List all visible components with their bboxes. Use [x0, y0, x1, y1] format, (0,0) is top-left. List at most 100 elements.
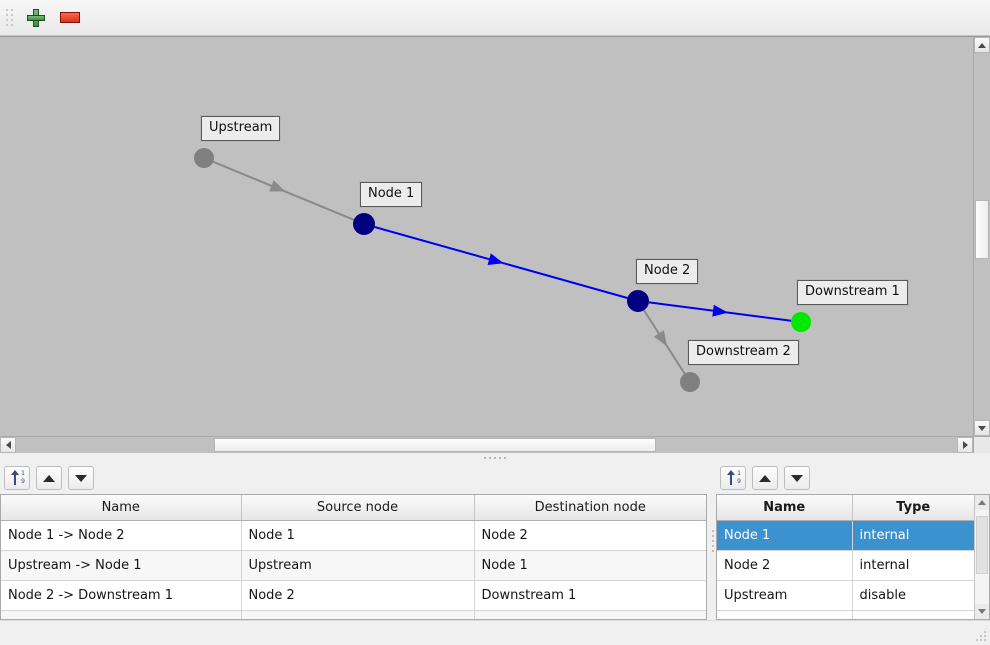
minus-icon: [60, 12, 80, 23]
horizontal-splitter[interactable]: [0, 453, 990, 462]
remove-button[interactable]: [56, 5, 84, 31]
nodes-cell-type[interactable]: downstream: [852, 610, 974, 619]
nodes-move-up-button[interactable]: [752, 466, 778, 490]
links-cell-source[interactable]: Node 2: [241, 580, 475, 611]
graph-edge-arrow-upstream-node1: [269, 180, 286, 192]
graph-node-label-downstream2[interactable]: Downstream 2: [688, 340, 799, 365]
nodes-column-header-1[interactable]: Type: [852, 495, 974, 521]
canvas-vscroll-track[interactable]: [974, 53, 990, 420]
links-cell-name[interactable]: Node 1 -> Node 2: [1, 520, 242, 551]
links-cell-destination[interactable]: Downstream 1: [474, 580, 706, 611]
arrow-up-icon: [759, 474, 771, 482]
links-column-header-2[interactable]: Destination node: [474, 495, 706, 521]
canvas-vscroll-thumb[interactable]: [975, 199, 989, 259]
main-toolbar: [0, 0, 990, 36]
links-cell-destination[interactable]: Node 2: [474, 520, 706, 551]
links-cell-source[interactable]: Upstream: [241, 550, 475, 581]
chevron-up-icon: [978, 500, 986, 505]
scroll-down-button[interactable]: [974, 420, 990, 436]
links-cell-source[interactable]: Node 2: [241, 610, 475, 619]
graph-node-downstream2[interactable]: [680, 372, 700, 392]
graph-node-upstream[interactable]: [194, 148, 214, 168]
links-cell-destination[interactable]: Node 1: [474, 550, 706, 581]
links-cell-name[interactable]: Node 2 -> Downstream 1: [1, 580, 242, 611]
nodes-column-header-0[interactable]: Name: [717, 495, 853, 521]
links-cell-source[interactable]: Node 1: [241, 520, 475, 551]
add-button[interactable]: [22, 5, 50, 31]
scroll-up-button[interactable]: [974, 37, 990, 53]
nodes-cell-type[interactable]: internal: [852, 550, 974, 581]
nodes-move-down-button[interactable]: [784, 466, 810, 490]
nodes-cell-type[interactable]: disable: [852, 580, 974, 611]
status-bar: [0, 620, 990, 645]
arrow-up-icon: [43, 474, 55, 482]
nodes-vscroll-track[interactable]: [975, 510, 989, 604]
links-cell-destination[interactable]: Downstream 2: [474, 610, 706, 619]
arrow-down-icon: [75, 474, 87, 482]
scroll-left-button[interactable]: [0, 437, 16, 453]
scroll-right-button[interactable]: [957, 437, 973, 453]
graph-node-node1[interactable]: [353, 213, 375, 235]
graph-node-label-downstream1[interactable]: Downstream 1: [797, 280, 908, 305]
arrow-down-icon: [791, 474, 803, 482]
vertical-splitter[interactable]: [710, 462, 716, 620]
links-move-up-button[interactable]: [36, 466, 62, 490]
vertical-splitter-grip-icon: [712, 530, 714, 552]
links-cell-name[interactable]: Upstream -> Node 1: [1, 550, 242, 581]
nodes-cell-type[interactable]: internal: [852, 520, 974, 551]
graph-node-label-upstream[interactable]: Upstream: [201, 116, 281, 141]
canvas-horizontal-scrollbar[interactable]: [0, 436, 990, 453]
links-column-header-0[interactable]: Name: [1, 495, 242, 521]
links-cell-name[interactable]: Node 2 -> Downstream 2: [1, 610, 242, 619]
scrollbar-corner: [973, 437, 990, 453]
canvas-hscroll-track[interactable]: [16, 437, 957, 453]
nodes-cell-name[interactable]: Node 2: [717, 550, 853, 581]
nodes-vscroll-thumb[interactable]: [976, 515, 988, 574]
graph-node-downstream1[interactable]: [791, 312, 811, 332]
nodes-scroll-up-button[interactable]: [975, 495, 989, 510]
graph-node-label-node1[interactable]: Node 1: [360, 182, 423, 207]
canvas-hscroll-thumb[interactable]: [213, 438, 656, 452]
nodes-scroll-down-button[interactable]: [975, 604, 989, 619]
graph-edge-arrow-node2-downstream2: [653, 330, 667, 347]
graph-edge-arrow-node1-node2: [487, 253, 504, 265]
nodes-cell-name[interactable]: Downstream 1: [717, 610, 853, 619]
graph-node-node2[interactable]: [627, 290, 649, 312]
nodes-table-row[interactable]: Downstream 1downstream: [717, 610, 974, 619]
graph-node-label-node2[interactable]: Node 2: [636, 259, 699, 284]
chevron-down-icon: [978, 425, 986, 431]
canvas-vertical-scrollbar[interactable]: [973, 37, 990, 436]
links-column-header-1[interactable]: Source node: [241, 495, 475, 521]
toolbar-drag-handle[interactable]: [6, 7, 13, 29]
nodes-table-vertical-scrollbar[interactable]: [974, 495, 989, 619]
nodes-cell-name[interactable]: Node 1: [717, 520, 853, 551]
splitter-grip-icon: [484, 456, 506, 459]
graph-svg: [194, 148, 811, 392]
window-resize-grip[interactable]: [976, 631, 988, 643]
nodes-cell-name[interactable]: Upstream: [717, 580, 853, 611]
links-move-down-button[interactable]: [68, 466, 94, 490]
